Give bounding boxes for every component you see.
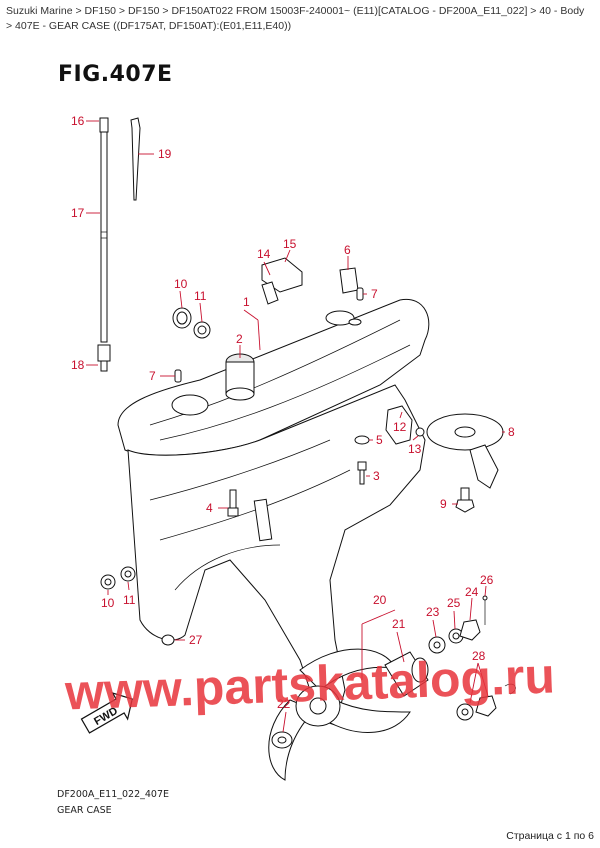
figure-caption: GEAR CASE bbox=[57, 805, 112, 816]
drawing-code: DF200A_E11_022_407E bbox=[57, 789, 170, 800]
callout-11-lower: 11 bbox=[123, 593, 136, 607]
anode-bracket bbox=[385, 405, 425, 445]
callout-10-top: 10 bbox=[174, 277, 188, 291]
callout-23: 23 bbox=[426, 605, 440, 619]
callout-5: 5 bbox=[376, 433, 383, 447]
spacer-hub bbox=[384, 651, 429, 697]
callout-25: 25 bbox=[447, 596, 461, 610]
callout-4: 4 bbox=[206, 501, 213, 515]
part-7-top bbox=[356, 287, 364, 301]
callout-28: 28 bbox=[472, 649, 486, 663]
callout-17: 17 bbox=[71, 206, 85, 220]
callout-2: 2 bbox=[236, 332, 243, 346]
plug-seal-lower bbox=[100, 566, 136, 590]
pagination: Страница с 1 по 6 bbox=[506, 830, 594, 842]
callout-7-top: 7 bbox=[371, 287, 378, 301]
washer-5 bbox=[354, 435, 370, 445]
callout-6: 6 bbox=[344, 243, 351, 257]
callout-1: 1 bbox=[243, 295, 250, 309]
rod-assembly bbox=[97, 117, 111, 372]
callout-9: 9 bbox=[440, 497, 447, 511]
callout-24: 24 bbox=[465, 585, 479, 599]
callout-19: 19 bbox=[158, 147, 172, 161]
plug-seal-top bbox=[172, 307, 211, 339]
callout-10-lower: 10 bbox=[101, 596, 115, 610]
rod-boot bbox=[130, 117, 141, 201]
callout-3: 3 bbox=[373, 469, 380, 483]
callout-13: 13 bbox=[408, 442, 422, 456]
callout-12: 12 bbox=[393, 420, 407, 434]
callout-27: 27 bbox=[189, 633, 203, 647]
callout-18: 18 bbox=[71, 358, 85, 372]
callout-15: 15 bbox=[283, 237, 297, 251]
callout-21: 21 bbox=[392, 617, 406, 631]
figure-title: FIG.407E bbox=[58, 62, 173, 87]
propeller bbox=[268, 648, 411, 781]
bolt-3 bbox=[357, 461, 367, 485]
callout-20: 20 bbox=[373, 593, 387, 607]
trim-tab bbox=[426, 413, 504, 489]
part-7-lower bbox=[174, 369, 182, 383]
breadcrumb: Suzuki Marine > DF150 > DF150 > DF150AT0… bbox=[6, 5, 585, 32]
leader-lines bbox=[86, 120, 505, 733]
callout-labels: 16 19 17 18 14 15 6 10 11 1 7 2 7 12 13 … bbox=[71, 114, 515, 711]
bolt-9 bbox=[455, 487, 475, 513]
part-6 bbox=[339, 267, 359, 294]
callout-16: 16 bbox=[71, 114, 85, 128]
callout-22: 22 bbox=[277, 697, 291, 711]
part-27 bbox=[161, 634, 175, 646]
washers-nut bbox=[428, 595, 488, 654]
callout-8: 8 bbox=[508, 425, 515, 439]
callout-7-lower: 7 bbox=[149, 369, 156, 383]
clip-parts bbox=[261, 257, 303, 305]
callout-14: 14 bbox=[257, 247, 271, 261]
part-28-set bbox=[456, 683, 516, 721]
callout-26: 26 bbox=[480, 573, 494, 587]
bolt-4 bbox=[227, 489, 239, 517]
gear-case-housing bbox=[117, 298, 430, 726]
callout-11-top: 11 bbox=[194, 289, 207, 303]
